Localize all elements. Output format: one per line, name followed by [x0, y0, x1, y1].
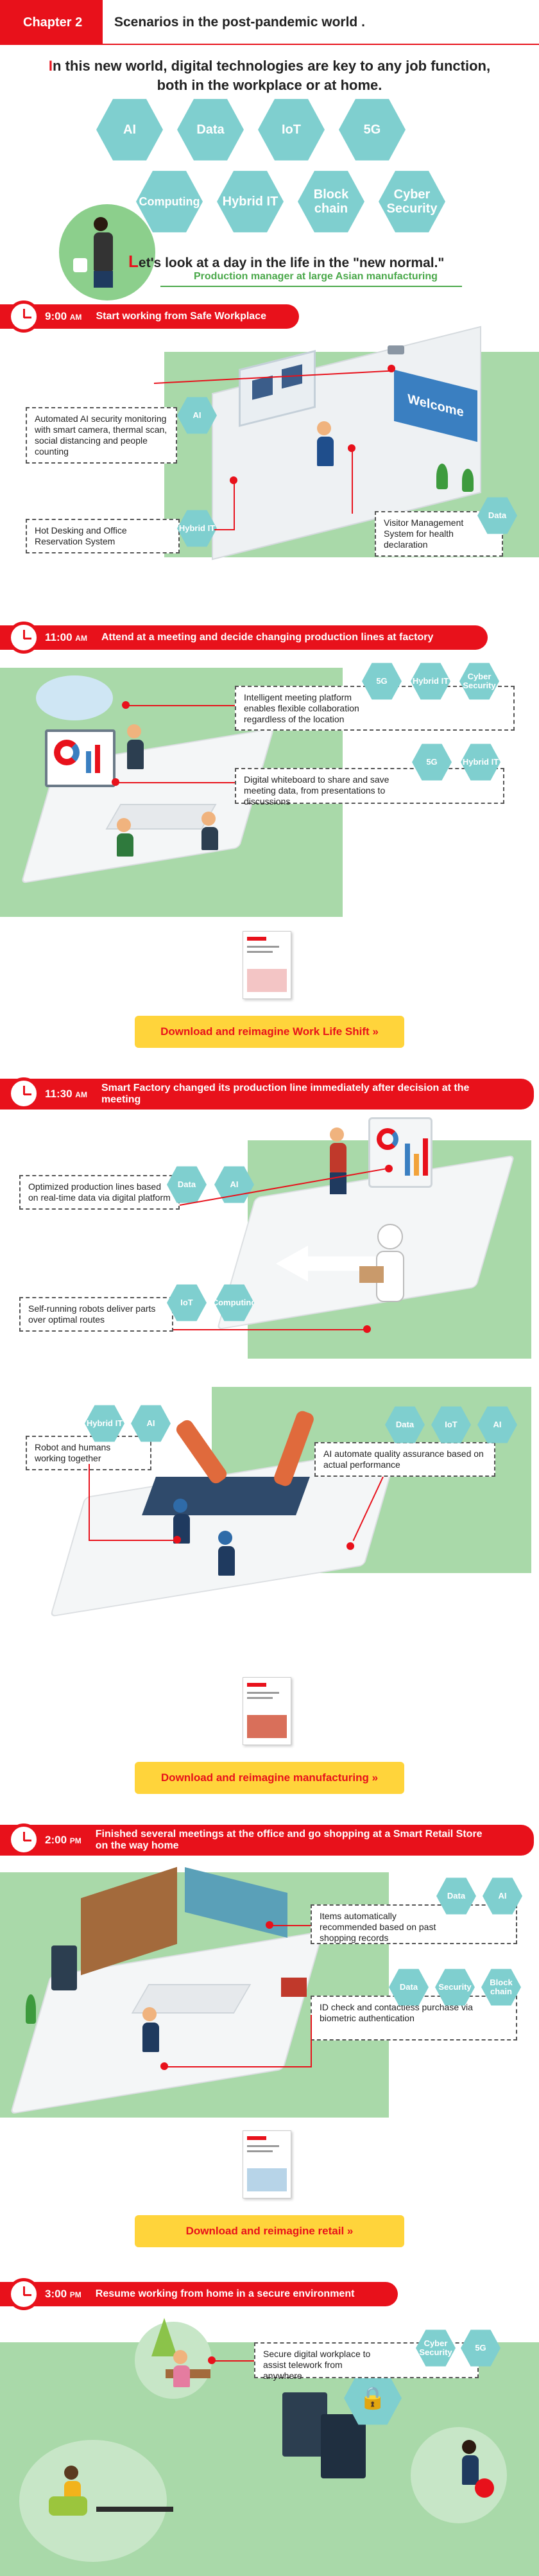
home-bubble: [19, 2440, 167, 2562]
employee-figure: [317, 421, 334, 466]
plant-icon: [26, 1994, 36, 2024]
callout-whiteboard: Digital whiteboard to share and save mee…: [235, 768, 504, 806]
worker-figure: [218, 1531, 235, 1576]
intro-text: In this new world, digital technologies …: [48, 58, 491, 93]
chapter-label: Chapter 2: [0, 0, 103, 45]
digital-whiteboard: [45, 729, 116, 787]
connector-dot: [348, 444, 355, 452]
server-rack: [282, 2392, 327, 2457]
callout-visitor-mgmt: Visitor Management System for health dec…: [375, 511, 503, 557]
connector-dot: [385, 1165, 393, 1172]
office-bubble: [411, 2427, 507, 2523]
hex-ai: AI: [96, 99, 163, 161]
connector-line: [126, 705, 235, 706]
callout-ai-quality: AI automate quality assurance based on a…: [314, 1442, 495, 1477]
hex-5g: 5G: [339, 99, 406, 161]
connector-dot: [112, 778, 119, 786]
clock-icon: [8, 300, 40, 333]
plant-icon: [436, 464, 448, 489]
connector-dot: [363, 1325, 371, 1333]
hex-data: Data: [177, 99, 244, 161]
clock-icon: [8, 2278, 40, 2310]
download-retail-button[interactable]: Download and reimagine retail »: [135, 2215, 404, 2247]
parts-box: [359, 1266, 384, 1283]
connector-line: [116, 782, 235, 783]
hex-iot: IoT: [258, 99, 325, 161]
callout-optimized-lines: Optimized production lines based on real…: [19, 1175, 180, 1210]
persona-title: Let's look at a day in the life in the "…: [128, 252, 445, 271]
connector-line: [270, 1925, 311, 1926]
callout-ai-security: Automated AI security monitoring with sm…: [26, 407, 177, 464]
download-manufacturing-button[interactable]: Download and reimagine manufacturing »: [135, 1762, 404, 1794]
clock-icon: [8, 1077, 40, 1110]
connector-line: [214, 529, 234, 530]
kiosk-screen: [51, 1945, 77, 1990]
tag-data: Data: [167, 1166, 207, 1203]
clock-icon: [8, 622, 40, 654]
park-worker-figure: [173, 2350, 190, 2387]
document-thumbnail[interactable]: [243, 1677, 291, 1745]
robot-head: [377, 1224, 403, 1249]
callout-self-running-robots: Self-running robots deliver parts over o…: [19, 1297, 173, 1332]
download-work-life-shift-button[interactable]: Download and reimagine Work Life Shift »: [135, 1016, 404, 1048]
connector-line: [173, 1329, 366, 1330]
connector-dot: [122, 701, 130, 709]
connector-dot: [346, 1542, 354, 1550]
connector-line: [89, 1464, 90, 1541]
connector-line: [311, 2015, 312, 2066]
connector-dot: [388, 365, 395, 372]
tag-ai: AI: [177, 397, 217, 434]
callout-hot-desking: Hot Desking and Office Reservation Syste…: [26, 519, 180, 553]
section-bar-1400: 2:00 PM Finished several meetings at the…: [0, 1825, 534, 1856]
section-bar-0900: 9:00 AM Start working from Safe Workplac…: [0, 304, 299, 329]
clock-icon: [8, 1823, 40, 1856]
connector-dot: [266, 1921, 273, 1929]
security-camera-icon: [388, 345, 404, 354]
section-bar-1100: 11:00 AM Attend at a meeting and decide …: [0, 625, 488, 650]
document-thumbnail[interactable]: [243, 2130, 291, 2198]
manager-figure: [330, 1127, 346, 1194]
attendee-figure: [201, 812, 218, 850]
connector-line: [352, 449, 353, 514]
tablet-icon: [73, 258, 87, 272]
hex-cyber-security: Cyber Security: [379, 171, 445, 232]
persona-divider: [160, 286, 462, 287]
armchair-icon: [49, 2496, 87, 2516]
header-divider: [103, 44, 539, 45]
connector-dot: [208, 2356, 216, 2364]
section-bar-1500: 3:00 PM Resume working from home in a se…: [0, 2282, 398, 2306]
plant-icon: [462, 469, 474, 492]
hex-block-chain: Block chain: [298, 171, 364, 232]
page-title: Scenarios in the post-pandemic world .: [114, 15, 365, 30]
presenter-figure: [127, 724, 144, 769]
connector-line: [234, 483, 235, 530]
desk-icon: [96, 2507, 173, 2512]
section-bar-1130: 11:30 AM Smart Factory changed its produ…: [0, 1079, 534, 1110]
ball-chair-icon: [475, 2478, 494, 2498]
shopper-figure: [142, 2007, 159, 2052]
connector-line: [89, 1540, 177, 1541]
attendee-figure: [117, 818, 133, 857]
connector-dot: [230, 476, 237, 484]
tag-hybrid-it: Hybrid IT: [177, 510, 217, 547]
server-rack: [321, 2414, 366, 2478]
basket-icon: [281, 1978, 307, 1997]
connector-line: [212, 2360, 254, 2362]
hex-hybrid-it: Hybrid IT: [217, 171, 284, 232]
production-dashboard: [368, 1117, 432, 1188]
persona-subtitle: Production manager at large Asian manufa…: [194, 271, 438, 282]
video-call-bubble: [36, 675, 113, 720]
persona-figure-icon: [94, 217, 113, 288]
office-worker-figure: [462, 2440, 479, 2485]
callout-recommendations: Items automatically recommended based on…: [311, 1904, 517, 1944]
document-thumbnail[interactable]: [243, 931, 291, 999]
connector-dot: [173, 1536, 181, 1544]
connector-dot: [160, 2062, 168, 2070]
connector-line: [164, 2066, 312, 2067]
